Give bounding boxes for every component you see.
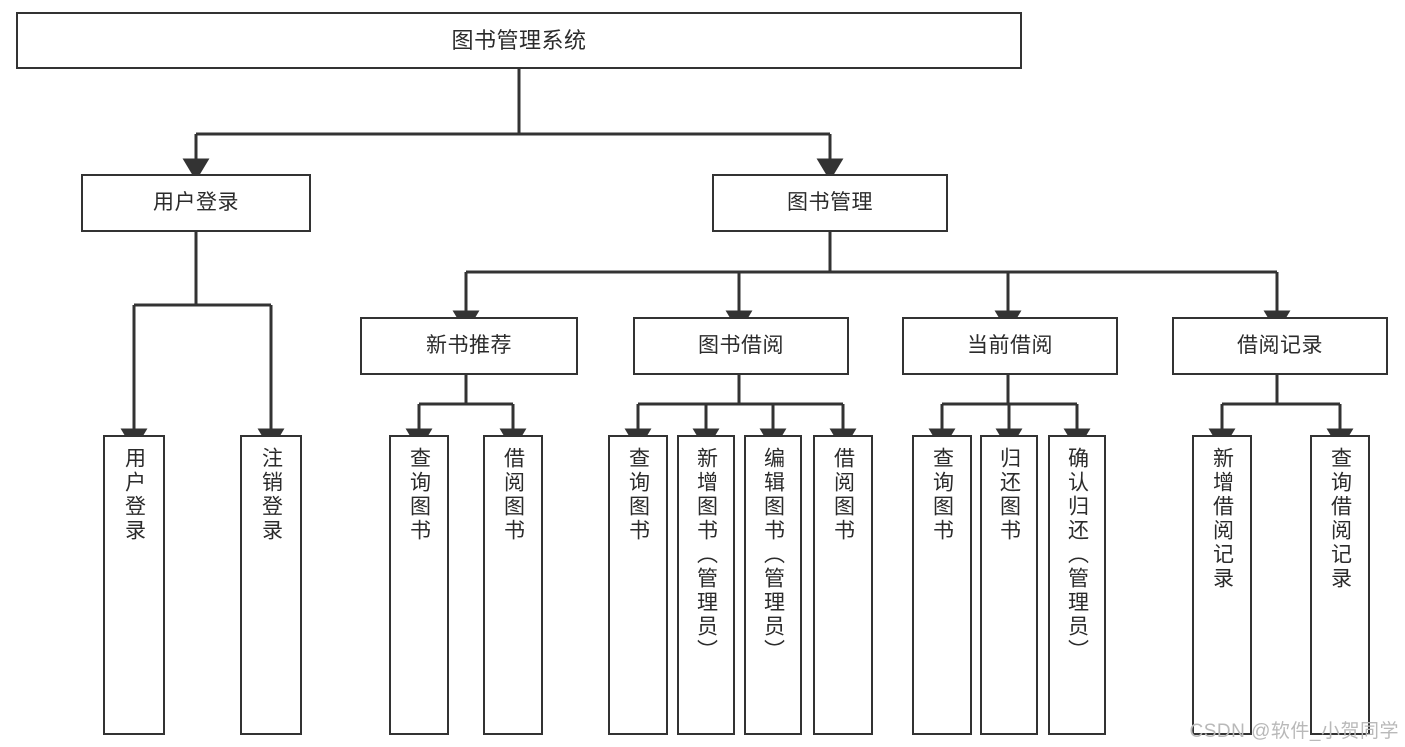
leaf-borrow-record-add[interactable]: 新增借阅记录 bbox=[1192, 435, 1252, 735]
leaf-book-borrow-borrow[interactable]: 借阅图书 bbox=[813, 435, 873, 735]
node-label: 借阅记录 bbox=[1237, 333, 1323, 357]
node-label: 注销登录 bbox=[259, 447, 283, 543]
node-label: 查询图书 bbox=[407, 447, 431, 543]
leaf-user-login-login[interactable]: 用户登录 bbox=[103, 435, 165, 735]
leaf-borrow-record-query[interactable]: 查询借阅记录 bbox=[1310, 435, 1370, 735]
node-label: 新书推荐 bbox=[426, 333, 512, 357]
node-book-borrow[interactable]: 图书借阅 bbox=[633, 317, 849, 375]
node-new-book-recommend[interactable]: 新书推荐 bbox=[360, 317, 578, 375]
leaf-book-borrow-edit[interactable]: 编辑图书（管理员） bbox=[744, 435, 802, 735]
node-label: 查询借阅记录 bbox=[1328, 447, 1352, 591]
leaf-current-borrow-return[interactable]: 归还图书 bbox=[980, 435, 1038, 735]
node-book-management[interactable]: 图书管理 bbox=[712, 174, 948, 232]
node-label: 查询图书 bbox=[626, 447, 650, 543]
leaf-current-borrow-confirm-return[interactable]: 确认归还（管理员） bbox=[1048, 435, 1106, 735]
node-label: 图书借阅 bbox=[698, 333, 784, 357]
node-root-system[interactable]: 图书管理系统 bbox=[16, 12, 1022, 69]
node-label: 新增图书（管理员） bbox=[694, 447, 718, 663]
node-label: 新增借阅记录 bbox=[1210, 447, 1234, 591]
node-label: 借阅图书 bbox=[501, 447, 525, 543]
leaf-new-book-borrow[interactable]: 借阅图书 bbox=[483, 435, 543, 735]
node-label: 查询图书 bbox=[930, 447, 954, 543]
leaf-current-borrow-query[interactable]: 查询图书 bbox=[912, 435, 972, 735]
node-label: 当前借阅 bbox=[967, 333, 1053, 357]
node-current-borrow[interactable]: 当前借阅 bbox=[902, 317, 1118, 375]
leaf-user-login-logout[interactable]: 注销登录 bbox=[240, 435, 302, 735]
leaf-book-borrow-query[interactable]: 查询图书 bbox=[608, 435, 668, 735]
node-label: 图书管理 bbox=[787, 190, 873, 214]
node-label: 归还图书 bbox=[997, 447, 1021, 543]
node-label: 用户登录 bbox=[122, 447, 146, 543]
watermark-text: CSDN @软件_小贺同学 bbox=[1189, 721, 1399, 742]
node-borrow-record[interactable]: 借阅记录 bbox=[1172, 317, 1388, 375]
node-label: 借阅图书 bbox=[831, 447, 855, 543]
node-user-login[interactable]: 用户登录 bbox=[81, 174, 311, 232]
node-label: 用户登录 bbox=[153, 190, 239, 214]
leaf-book-borrow-add[interactable]: 新增图书（管理员） bbox=[677, 435, 735, 735]
leaf-new-book-query[interactable]: 查询图书 bbox=[389, 435, 449, 735]
node-label: 编辑图书（管理员） bbox=[761, 447, 785, 663]
node-label: 确认归还（管理员） bbox=[1065, 447, 1089, 663]
node-label: 图书管理系统 bbox=[451, 27, 587, 53]
